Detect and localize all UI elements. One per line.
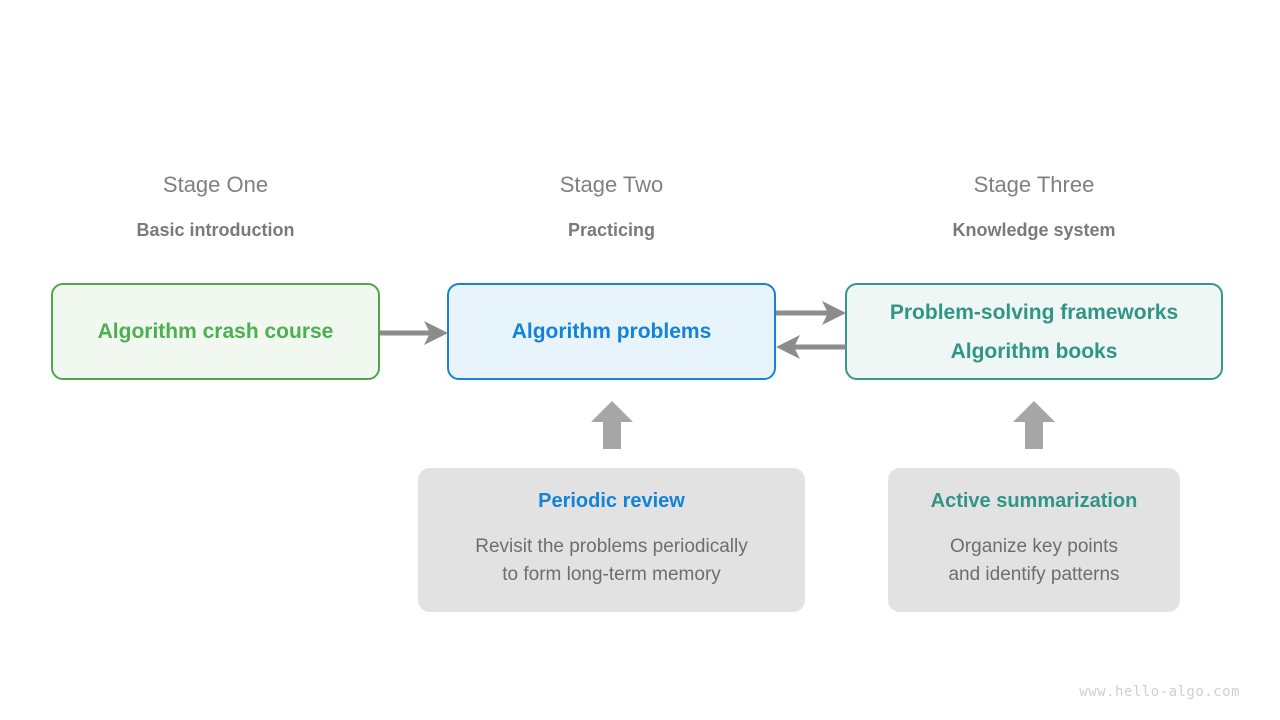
stage-three-title: Stage Three bbox=[973, 172, 1095, 197]
block-arrow-active-summarization-to-frameworks bbox=[1013, 401, 1055, 449]
stage-box-one-line-1: Algorithm crash course bbox=[97, 320, 334, 343]
stage-box-algorithm-problems[interactable]: Algorithm problems bbox=[447, 283, 776, 380]
stage-one-subtitle: Basic introduction bbox=[136, 220, 295, 240]
stage-box-knowledge-system[interactable]: Problem-solving frameworks Algorithm boo… bbox=[845, 283, 1223, 380]
stage-one-title: Stage One bbox=[162, 172, 269, 197]
note-periodic-review-title: Periodic review bbox=[538, 490, 685, 513]
note-periodic-review-body: Revisit the problems periodically to for… bbox=[475, 536, 748, 585]
stage-box-three-line-2: Algorithm books bbox=[950, 339, 1118, 363]
stage-box-algorithm-crash-course[interactable]: Algorithm crash course bbox=[51, 283, 380, 380]
stage-three-subtitle: Knowledge system bbox=[952, 220, 1116, 240]
block-arrow-periodic-review-to-problems bbox=[591, 401, 633, 449]
stage-box-three-line-1: Problem-solving frameworks bbox=[889, 300, 1179, 324]
stage-header-three: Stage Three Knowledge system bbox=[845, 172, 1223, 240]
stage-two-title: Stage Two bbox=[559, 172, 664, 197]
note-active-summarization-body: Organize key points and identify pattern… bbox=[948, 536, 1120, 585]
stage-header-two: Stage Two Practicing bbox=[447, 172, 776, 240]
note-box-periodic-review[interactable]: Periodic review Revisit the problems per… bbox=[418, 468, 805, 612]
note-box-active-summarization[interactable]: Active summarization Organize key points… bbox=[888, 468, 1180, 612]
stage-header-one: Stage One Basic introduction bbox=[51, 172, 380, 240]
arrow-problems-to-frameworks bbox=[776, 301, 846, 325]
arrow-crash-course-to-problems bbox=[380, 321, 448, 345]
watermark-url: www.hello-algo.com bbox=[1079, 684, 1240, 700]
stage-two-subtitle: Practicing bbox=[567, 220, 656, 240]
stage-box-two-line-1: Algorithm problems bbox=[511, 320, 712, 343]
arrow-frameworks-to-problems bbox=[776, 335, 846, 359]
note-active-summarization-title: Active summarization bbox=[930, 490, 1138, 513]
